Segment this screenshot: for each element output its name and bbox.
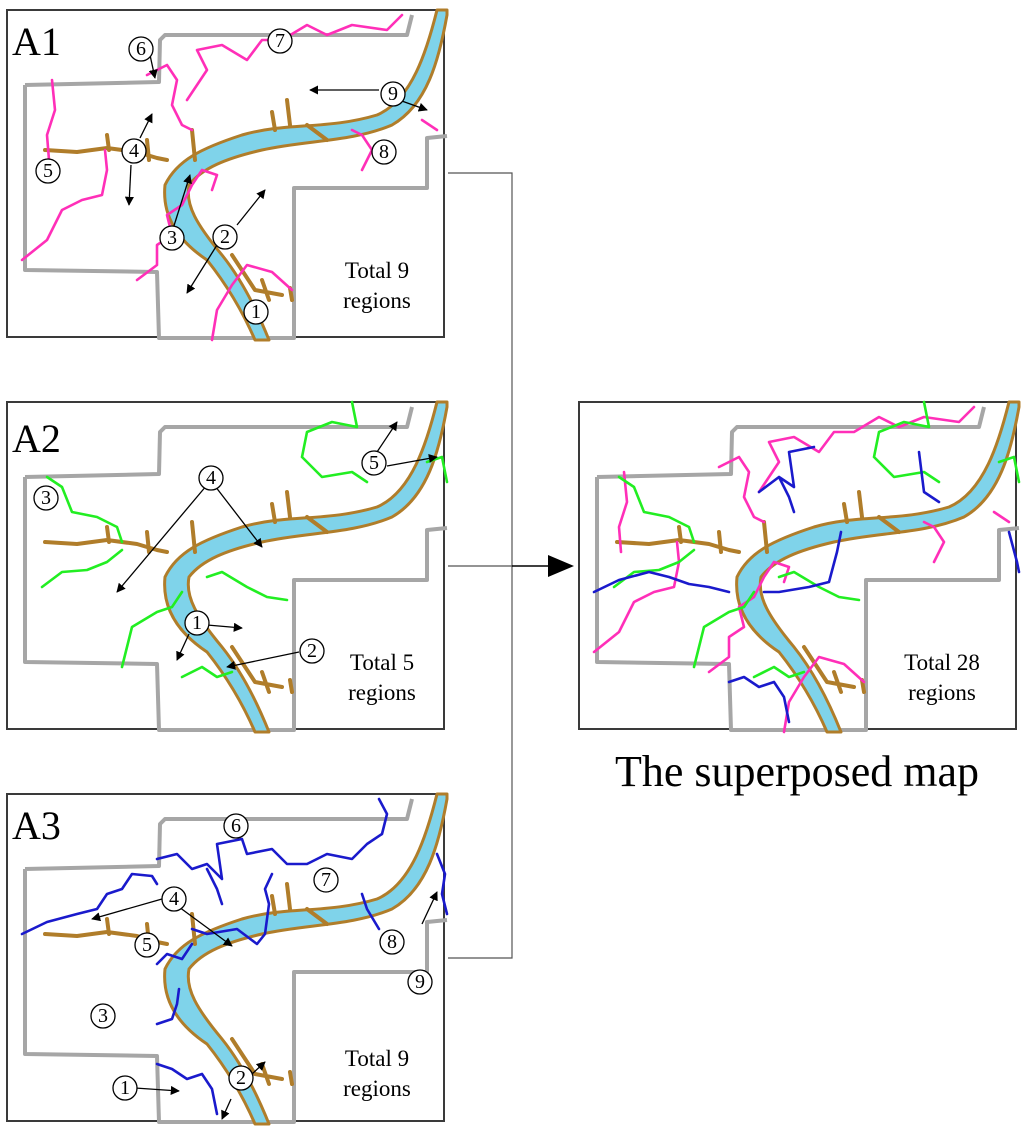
svg-text:5: 5 (142, 934, 152, 956)
region-lines-a3 (20, 797, 449, 1116)
marker-a2-3: 3 (33, 485, 59, 511)
marker-a1-3: 3 (159, 225, 185, 251)
svg-text:4: 4 (129, 140, 139, 162)
marker-a3-4: 4 (161, 886, 187, 912)
marker-a2-2: 2 (299, 638, 325, 664)
total-text-a1-line2: regions (343, 288, 411, 313)
svg-text:1: 1 (251, 301, 261, 323)
total-text-superposed-line2: regions (908, 680, 976, 705)
total-text-a1-line1: Total 9 (345, 258, 409, 283)
svg-text:7: 7 (321, 869, 331, 891)
total-text-a3-line2: regions (343, 1076, 411, 1101)
panel-label-a1: A1 (12, 19, 61, 64)
marker-a2-1: 1 (184, 610, 210, 636)
markers-a3: 6 7 4 5 8 9 3 2 1 (90, 813, 438, 1120)
marker-a1-7: 7 (267, 28, 293, 54)
marker-a3-8: 8 (379, 929, 405, 955)
marker-a1-9: 9 (380, 81, 406, 107)
svg-text:5: 5 (369, 452, 379, 474)
marker-a3-6: 6 (223, 813, 249, 839)
svg-text:4: 4 (169, 888, 179, 910)
total-text-a2-line1: Total 5 (350, 650, 414, 675)
svg-text:8: 8 (387, 931, 397, 953)
panel-label-a3: A3 (12, 803, 61, 848)
region-lines-superposed (592, 400, 1021, 734)
marker-a3-1: 1 (112, 1075, 138, 1101)
panel-a1: A1 6 7 9 4 8 5 3 2 1 Total 9 regions (6, 8, 449, 342)
svg-text:3: 3 (98, 1005, 108, 1027)
region-lines-a2 (40, 400, 449, 679)
marker-a3-2: 2 (228, 1065, 254, 1091)
marker-a3-7: 7 (313, 867, 339, 893)
marker-a3-9: 9 (407, 969, 433, 995)
panel-superposed: Total 28 regions (578, 400, 1021, 734)
svg-text:1: 1 (120, 1077, 130, 1099)
marker-a1-8: 8 (371, 139, 397, 165)
total-text-superposed-line1: Total 28 (904, 650, 980, 675)
marker-a1-5: 5 (35, 158, 61, 184)
caption-superposed-map: The superposed map (615, 747, 979, 796)
markers-a1: 6 7 9 4 8 5 3 2 1 (35, 28, 428, 325)
svg-text:3: 3 (41, 487, 51, 509)
markers-a2: 4 5 3 1 2 (33, 421, 438, 670)
connectors (448, 172, 574, 959)
merge-arrow-icon (548, 555, 574, 577)
svg-text:2: 2 (307, 640, 317, 662)
marker-a2-5: 5 (361, 450, 387, 476)
svg-text:2: 2 (220, 226, 230, 248)
svg-text:8: 8 (379, 141, 389, 163)
marker-a1-1: 1 (243, 299, 269, 325)
svg-text:6: 6 (231, 815, 241, 837)
svg-text:4: 4 (206, 467, 216, 489)
svg-text:6: 6 (136, 38, 146, 60)
marker-a2-4: 4 (198, 465, 224, 491)
marker-a1-4: 4 (121, 138, 147, 164)
svg-text:9: 9 (415, 971, 425, 993)
svg-text:9: 9 (388, 83, 398, 105)
marker-a1-2: 2 (212, 224, 238, 250)
marker-a3-3: 3 (90, 1003, 116, 1029)
svg-text:1: 1 (192, 612, 202, 634)
panel-a3: A3 6 7 4 5 8 9 3 2 1 Total 9 regions (6, 792, 449, 1126)
panel-label-a2: A2 (12, 416, 61, 461)
marker-a3-5: 5 (134, 932, 160, 958)
marker-a1-6: 6 (128, 36, 154, 62)
total-text-a3-line1: Total 9 (345, 1046, 409, 1071)
svg-text:7: 7 (275, 30, 285, 52)
panel-a2: A2 4 5 3 1 2 Total 5 regions (6, 400, 449, 734)
svg-text:3: 3 (167, 227, 177, 249)
svg-text:2: 2 (236, 1067, 246, 1089)
total-text-a2-line2: regions (348, 680, 416, 705)
svg-text:5: 5 (43, 160, 53, 182)
